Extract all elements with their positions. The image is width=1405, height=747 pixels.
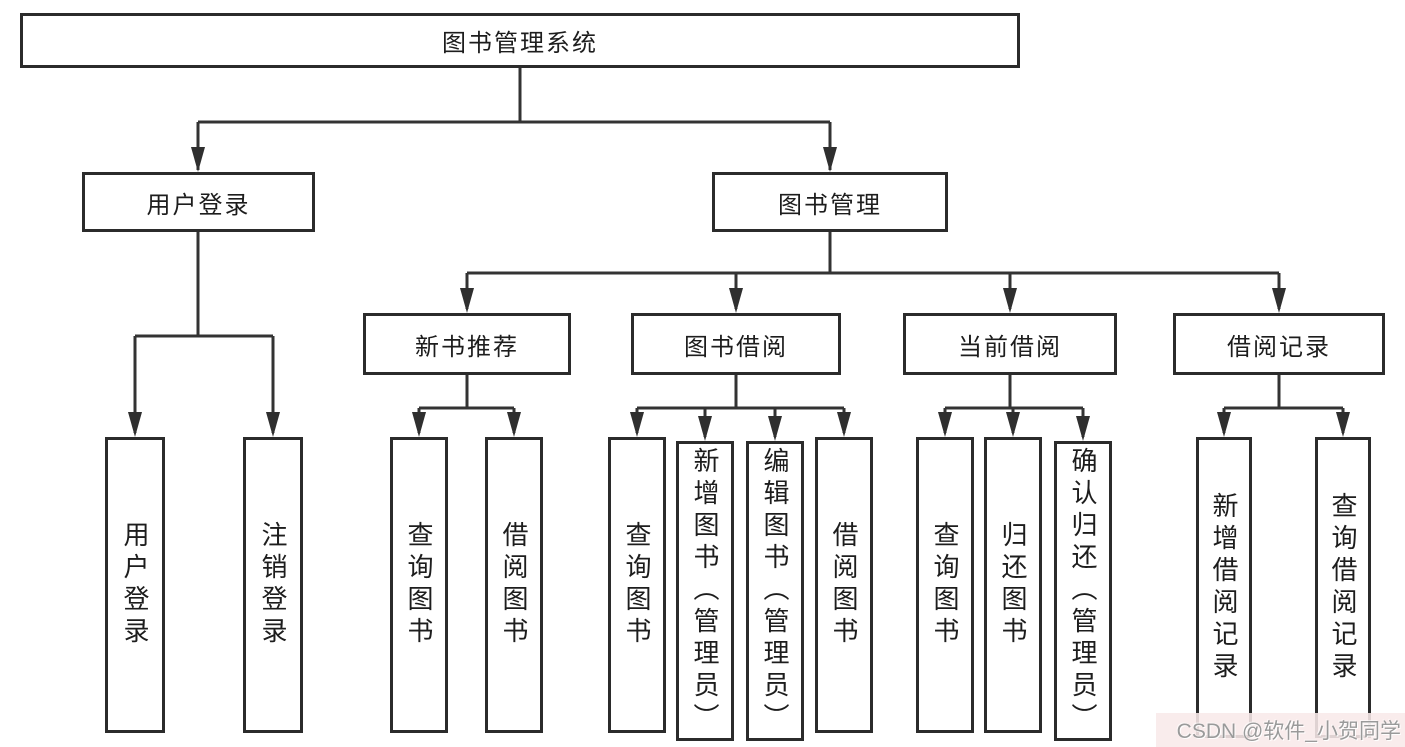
node-label: 图书借阅 <box>684 333 788 361</box>
leaf-records-add-record: 新增借阅记录 <box>1196 437 1252 738</box>
node-label: 用户登录 <box>120 521 150 649</box>
leaf-borrowing-add-books-admin: 新增图书（管理员） <box>676 441 734 741</box>
leaf-records-query-record: 查询借阅记录 <box>1315 437 1371 738</box>
leaf-current-confirm-return-admin: 确认归还（管理员） <box>1054 441 1112 741</box>
node-label: 借阅图书 <box>499 521 529 649</box>
node-label: 确认归还（管理员） <box>1068 447 1098 735</box>
node-label: 新增借阅记录 <box>1209 491 1239 684</box>
leaf-logout: 注销登录 <box>243 437 303 733</box>
leaf-borrowing-borrow-books: 借阅图书 <box>815 437 873 733</box>
node-label: 借阅记录 <box>1227 333 1331 361</box>
node-label: 归还图书 <box>998 521 1028 649</box>
node-label: 图书管理 <box>778 191 882 219</box>
node-label: 查询借阅记录 <box>1328 491 1358 684</box>
node-label: 新书推荐 <box>415 333 519 361</box>
node-borrowing-records: 借阅记录 <box>1173 313 1385 375</box>
node-label: 查询图书 <box>622 521 652 649</box>
node-book-borrowing: 图书借阅 <box>631 313 841 375</box>
leaf-newbook-query-books: 查询图书 <box>390 437 448 733</box>
node-label: 图书管理系统 <box>442 30 598 57</box>
node-root: 图书管理系统 <box>20 13 1020 68</box>
leaf-newbook-borrow-books: 借阅图书 <box>485 437 543 733</box>
node-label: 用户登录 <box>146 191 251 219</box>
node-new-book-recommend: 新书推荐 <box>363 313 571 375</box>
leaf-user-login: 用户登录 <box>105 437 165 733</box>
node-label: 新增图书（管理员） <box>690 447 720 735</box>
node-label: 借阅图书 <box>829 521 859 649</box>
node-label: 查询图书 <box>930 521 960 649</box>
node-book-management: 图书管理 <box>712 172 948 232</box>
node-label: 当前借阅 <box>958 333 1062 361</box>
node-current-borrowing: 当前借阅 <box>903 313 1117 375</box>
leaf-borrowing-edit-books-admin: 编辑图书（管理员） <box>746 441 804 741</box>
leaf-borrowing-query-books: 查询图书 <box>608 437 666 733</box>
leaf-current-query-books: 查询图书 <box>916 437 974 733</box>
node-user-login-group: 用户登录 <box>82 172 315 232</box>
node-label: 查询图书 <box>404 521 434 649</box>
node-label: 注销登录 <box>258 521 288 649</box>
node-label: 编辑图书（管理员） <box>760 447 790 735</box>
leaf-current-return-books: 归还图书 <box>984 437 1042 733</box>
